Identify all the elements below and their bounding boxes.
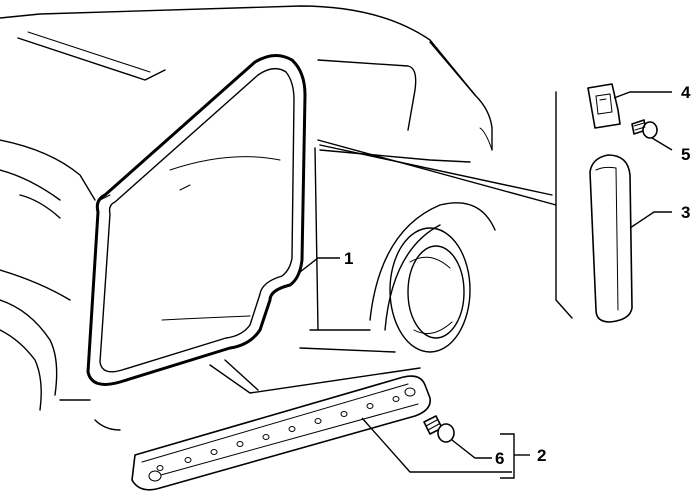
callout-leaders	[299, 91, 673, 479]
callout-label-3: 3	[681, 203, 690, 222]
part-3-pillar-trim	[589, 154, 633, 323]
callout-label-2: 2	[537, 446, 546, 465]
callout-label-4: 4	[681, 83, 691, 102]
part-4-clip	[587, 83, 621, 129]
guide-line-sill	[209, 364, 421, 394]
guide-line-clip	[319, 144, 553, 196]
guide-line-sill-2	[224, 359, 259, 391]
part-2-sill-trim	[131, 375, 432, 491]
part-1-door-seal	[86, 54, 307, 386]
callout-label-6: 6	[495, 449, 504, 468]
callout-label-1: 1	[344, 249, 353, 268]
part-6-fastener	[423, 415, 455, 443]
car-body-outline	[0, 5, 496, 431]
guide-line-trim	[317, 139, 573, 319]
part-5-screw	[631, 119, 658, 139]
callout-label-5: 5	[681, 145, 690, 164]
